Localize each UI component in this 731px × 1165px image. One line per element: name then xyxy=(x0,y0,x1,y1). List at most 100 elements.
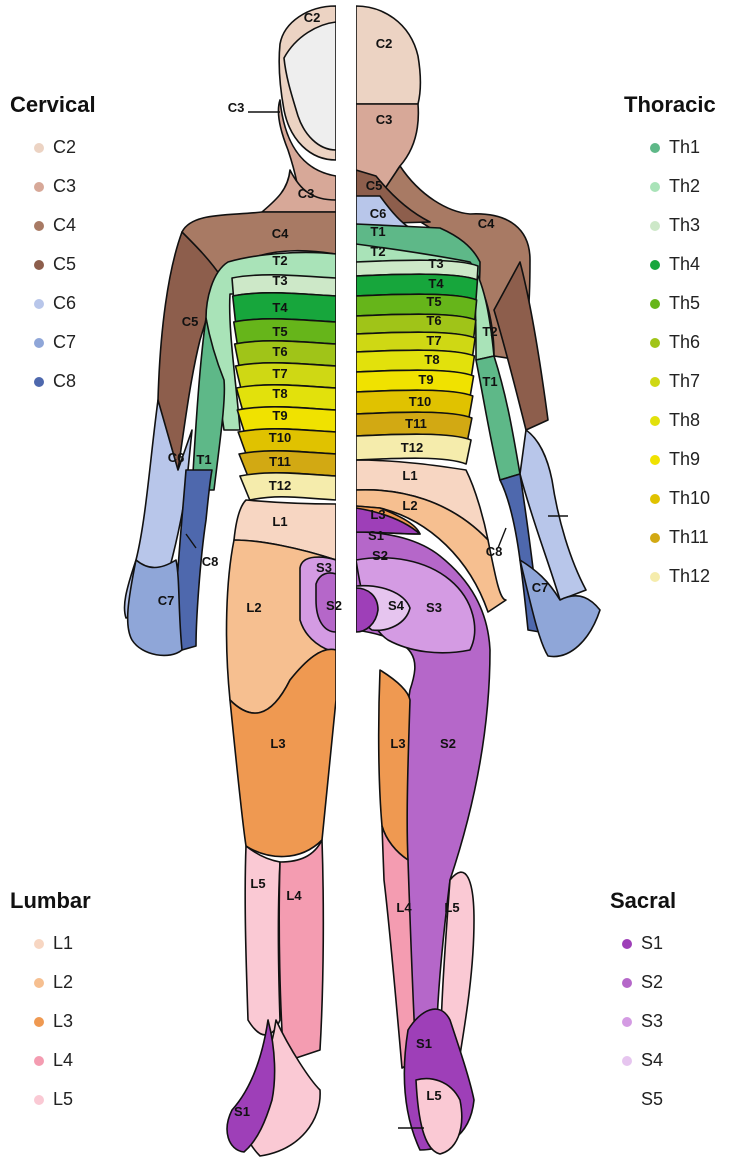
dermatome-label-right: T11 xyxy=(405,416,427,431)
legend-title: Sacral xyxy=(610,888,676,914)
legend-label: Th12 xyxy=(669,566,710,587)
legend-label: C3 xyxy=(53,176,76,197)
dermatome-label-right: T4 xyxy=(428,276,444,291)
legend-dot xyxy=(622,1095,632,1105)
legend-label: Th1 xyxy=(669,137,700,158)
legend-dot xyxy=(622,939,632,949)
legend-label: Th8 xyxy=(669,410,700,431)
dermatome-label-left: T6 xyxy=(272,344,287,359)
legend-label: L3 xyxy=(53,1011,73,1032)
dermatome-label-left: T12 xyxy=(269,478,291,493)
legend-item: Th1 xyxy=(650,128,716,167)
dermatome-label-right: L4 xyxy=(396,900,412,915)
legend-item: Th6 xyxy=(650,323,716,362)
dermatome-label-left: C4 xyxy=(272,226,289,241)
legend-dot xyxy=(34,978,44,988)
legend-dot xyxy=(650,377,660,387)
dermatome-label-left: T10 xyxy=(269,430,291,445)
dermatome-label-left: C3 xyxy=(298,186,315,201)
dermatome-label-right: L3 xyxy=(390,736,405,751)
legend-dot xyxy=(622,1056,632,1066)
legend-item: L5 xyxy=(34,1080,91,1119)
legend-item: S1 xyxy=(622,924,676,963)
legend-item: Th4 xyxy=(650,245,716,284)
dermatome-label-right: T8 xyxy=(424,352,439,367)
dermatome-label-left: L5 xyxy=(250,876,265,891)
legend-dot xyxy=(34,939,44,949)
dermatome-label-right: T10 xyxy=(409,394,431,409)
dermatome-label-right: T6 xyxy=(426,313,441,328)
legend-label: Th10 xyxy=(669,488,710,509)
legend-sacral: Sacral S1 S2 S3 S4 S5 xyxy=(610,888,676,1119)
legend-item: Th11 xyxy=(650,518,716,557)
dermatome-label-left: T7 xyxy=(272,366,287,381)
legend-dot xyxy=(34,299,44,309)
legend-item: L1 xyxy=(34,924,91,963)
legend-item: Th3 xyxy=(650,206,716,245)
legend-label: C2 xyxy=(53,137,76,158)
legend-item: Th10 xyxy=(650,479,716,518)
legend-dot xyxy=(650,221,660,231)
legend-title: Cervical xyxy=(10,92,96,118)
legend-item: L4 xyxy=(34,1041,91,1080)
dermatome-label-left: S3 xyxy=(316,560,332,575)
legend-list: S1 S2 S3 S4 S5 xyxy=(610,924,676,1119)
dermatome-label-left: T5 xyxy=(272,324,287,339)
legend-dot xyxy=(650,533,660,543)
legend-dot xyxy=(650,572,660,582)
dermatome-label-right: T3 xyxy=(428,256,443,271)
legend-label: S2 xyxy=(641,972,663,993)
legend-title: Thoracic xyxy=(624,92,716,118)
legend-label: C8 xyxy=(53,371,76,392)
dermatome-label-right: C6 xyxy=(370,206,387,221)
dermatome-label-left: L1 xyxy=(272,514,287,529)
legend-dot xyxy=(650,455,660,465)
legend-dot xyxy=(34,1017,44,1027)
legend-label: C4 xyxy=(53,215,76,236)
legend-list: Th1 Th2 Th3 Th4 Th5 Th6 Th7 Th8 Th9 Th10… xyxy=(624,128,716,596)
legend-label: C7 xyxy=(53,332,76,353)
legend-dot xyxy=(650,182,660,192)
legend-dot xyxy=(650,299,660,309)
legend-dot xyxy=(622,1017,632,1027)
dermatome-label-right: T1 xyxy=(370,224,385,239)
legend-label: Th11 xyxy=(669,527,709,548)
right-head-c2 xyxy=(356,6,420,104)
dermatome-label-right: C2 xyxy=(376,36,393,51)
dermatome-label-right: T5 xyxy=(426,294,441,309)
dermatome-label-right: C8 xyxy=(486,544,503,559)
legend-dot xyxy=(34,1056,44,1066)
legend-item: L2 xyxy=(34,963,91,1002)
dermatome-label-left: S1 xyxy=(234,1104,250,1119)
legend-dot xyxy=(650,338,660,348)
legend-item: C5 xyxy=(34,245,96,284)
dermatome-label-right: T12 xyxy=(401,440,423,455)
dermatome-label-right: L5 xyxy=(426,1088,441,1103)
legend-label: Th2 xyxy=(669,176,700,197)
legend-dot xyxy=(622,978,632,988)
legend-dot xyxy=(650,416,660,426)
legend-label: C6 xyxy=(53,293,76,314)
legend-dot xyxy=(34,338,44,348)
legend-dot xyxy=(34,377,44,387)
legend-item: C3 xyxy=(34,167,96,206)
dermatome-label-left: T4 xyxy=(272,300,288,315)
legend-label: Th5 xyxy=(669,293,700,314)
dermatome-label-right: C5 xyxy=(366,178,383,193)
legend-thoracic: Thoracic Th1 Th2 Th3 Th4 Th5 Th6 Th7 Th8… xyxy=(624,92,716,596)
dermatome-label-right: S1 xyxy=(368,528,384,543)
dermatome-label-left: T3 xyxy=(272,273,287,288)
dermatome-label-left: T9 xyxy=(272,408,287,423)
legend-label: Th4 xyxy=(669,254,700,275)
legend-cervical: Cervical C2 C3 C4 C5 C6 C7 C8 xyxy=(10,92,96,401)
legend-title: Lumbar xyxy=(10,888,91,914)
dermatome-label-left: L4 xyxy=(286,888,302,903)
legend-label: Th9 xyxy=(669,449,700,470)
legend-item: Th7 xyxy=(650,362,716,401)
dermatome-label-left: L3 xyxy=(270,736,285,751)
legend-label: L1 xyxy=(53,933,73,954)
legend-item: Th12 xyxy=(650,557,716,596)
legend-label: S3 xyxy=(641,1011,663,1032)
legend-list: L1 L2 L3 L4 L5 xyxy=(10,924,91,1119)
